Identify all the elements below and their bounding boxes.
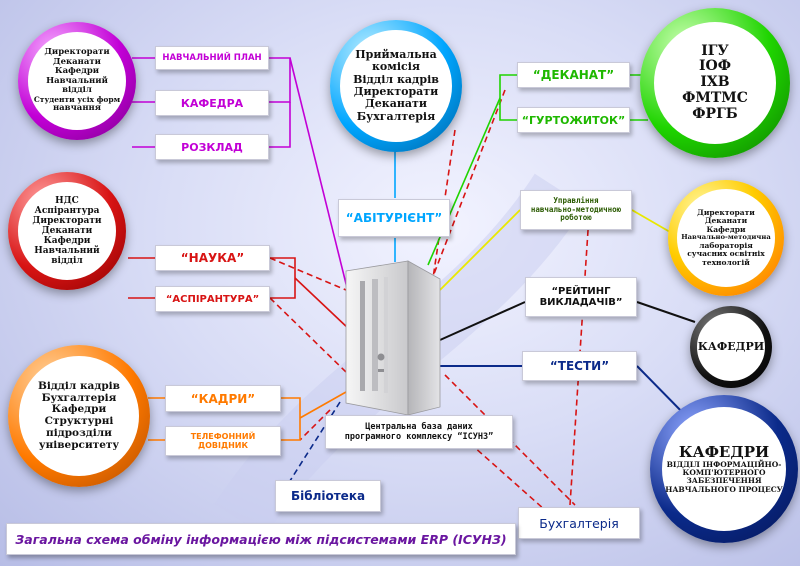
label-gurtozhytok: “ГУРТОЖИТОК” xyxy=(517,107,630,133)
yellow-connectors xyxy=(439,209,671,291)
server-tower-icon xyxy=(345,260,441,415)
circle-text-line: Кафедри xyxy=(51,403,107,416)
circle-top-left: Директорати Деканати Кафедри Навчальний … xyxy=(18,22,136,140)
circle-text-line: Директорати xyxy=(32,215,102,226)
orange-connectors xyxy=(148,391,347,441)
label-text: Бібліотека xyxy=(290,489,366,503)
circle-text-line: лабораторія xyxy=(699,240,753,250)
circle-text-line: Навчальний xyxy=(34,246,100,257)
circle-kafedry-small: КАФЕДРИ xyxy=(690,306,772,388)
label-text: “ДЕКАНАТ” xyxy=(532,68,615,82)
label-text: НАВЧАЛЬНИЙ ПЛАН xyxy=(162,53,262,63)
label-text: “НАУКА” xyxy=(180,251,245,265)
circle-text-line: Кафедри xyxy=(43,236,91,247)
circle-text-line: ЗАБЕЗПЕЧЕННЯ xyxy=(686,476,762,486)
circle-text-line: Приймальна xyxy=(355,48,437,62)
circle-text-line: ФРГБ xyxy=(692,105,738,122)
label-dekanat: “ДЕКАНАТ” xyxy=(517,62,630,88)
circle-text-line: НДС xyxy=(55,195,79,206)
circle-text-line: ІОФ xyxy=(698,58,732,75)
label-bukhhalteriia: Бухгалтерія xyxy=(518,507,640,539)
label-text: Бухгалтерія xyxy=(539,515,619,531)
circle-text-line: Деканати xyxy=(53,56,101,67)
circle-bottom-right: КАФЕДРИ ВІДДІЛ ІНФОРМАЦІЙНО- КОМП'ЮТЕРНО… xyxy=(650,395,798,543)
diagram-title: Загальна схема обміну інформацією між пі… xyxy=(6,523,516,555)
label-testy: “ТЕСТИ” xyxy=(522,351,637,381)
label-text: навчально-методичною xyxy=(530,204,622,214)
label-text: РОЗКЛАД xyxy=(181,140,243,154)
circle-text-line: відділ xyxy=(62,85,92,96)
circle-text-line: Кафедри xyxy=(706,224,746,234)
circle-text-line: Відділ кадрів xyxy=(38,379,120,392)
label-abiturient: “АБІТУРІЄНТ” xyxy=(338,199,450,237)
circle-bottom-left: Відділ кадрів Бухгалтерія Кафедри Структ… xyxy=(8,345,150,487)
circle-text-line: КАФЕДРИ xyxy=(678,442,770,461)
label-text: ВИКЛАДАЧІВ” xyxy=(539,297,623,308)
circle-text-line: Студенти усіх форм xyxy=(33,94,121,104)
title-text: Загальна схема обміну інформацією між пі… xyxy=(15,531,507,547)
label-reytyng: “РЕЙТИНГ ВИКЛАДАЧІВ” xyxy=(525,277,637,317)
circle-text-line: Деканати xyxy=(704,216,748,226)
circle-text-line: Кафедри xyxy=(54,66,100,77)
label-upravlinnia: Управління навчально-методичною роботою xyxy=(520,190,632,230)
circle-text-line: комісія xyxy=(371,60,421,74)
label-text: ТЕЛЕФОННИЙ xyxy=(190,432,256,441)
circle-text-line: Бухгалтерія xyxy=(41,391,117,404)
circle-text-line: Відділ кадрів xyxy=(353,72,439,86)
label-text: Управління xyxy=(553,196,599,206)
circle-text-line: університету xyxy=(38,438,120,451)
circle-text-line: підрозділи xyxy=(46,426,112,439)
circle-text-line: сучасних освітніх xyxy=(687,249,765,259)
circle-text-line: відділ xyxy=(51,256,83,267)
label-text: “КАДРИ” xyxy=(190,391,256,406)
label-text: роботою xyxy=(560,213,592,223)
circle-top-center: Приймальна комісія Відділ кадрів Директо… xyxy=(330,20,462,152)
circle-text-line: навчання xyxy=(52,103,102,114)
label-kafedra: КАФЕДРА xyxy=(155,90,269,116)
circle-text-line: ВІДДІЛ ІНФОРМАЦІЙНО- xyxy=(666,459,782,469)
label-text: програмного комплексу “ІСУНЗ” xyxy=(344,432,494,442)
circle-text-line: Деканати xyxy=(364,97,427,111)
label-text: ДОВІДНИК xyxy=(197,441,249,450)
label-biblioteka: Бібліотека xyxy=(275,480,381,512)
circle-text-line: НАВЧАЛЬНОГО ПРОЦЕСУ xyxy=(665,484,783,494)
circle-text-line: Деканати xyxy=(41,225,93,236)
label-text: “РЕЙТИНГ xyxy=(551,286,611,297)
label-text: КАФЕДРА xyxy=(180,96,244,110)
circle-text-line: ФМТМС xyxy=(682,89,748,106)
circle-text-line: КАФЕДРИ xyxy=(697,339,765,353)
circle-text-line: технологій xyxy=(702,257,750,267)
circle-mid-left: НДС Аспірантура Директорати Деканати Каф… xyxy=(8,172,126,290)
circle-text-line: Навчально-методична xyxy=(681,233,771,242)
label-text: “ГУРТОЖИТОК” xyxy=(521,113,626,127)
label-dovidnyk: ТЕЛЕФОННИЙ ДОВІДНИК xyxy=(165,426,281,456)
circle-text-line: Аспірантура xyxy=(34,205,100,216)
circle-text-line: КОМП'ЮТЕРНОГО xyxy=(682,468,766,477)
red-connectors xyxy=(128,257,351,331)
label-text: “АСПІРАНТУРА” xyxy=(165,293,260,305)
label-navch-plan: НАВЧАЛЬНИЙ ПЛАН xyxy=(155,46,269,70)
circle-text-line: Бухгалтерія xyxy=(356,109,436,123)
label-nauka: “НАУКА” xyxy=(155,245,270,271)
label-aspirantura: “АСПІРАНТУРА” xyxy=(155,286,270,312)
black-connectors xyxy=(439,301,696,341)
circle-text-line: Навчальний xyxy=(46,75,108,86)
purple-connectors xyxy=(132,57,353,309)
label-text: “ТЕСТИ” xyxy=(549,359,610,373)
circle-text-line: ІХВ xyxy=(700,74,730,91)
circle-text-line: Директорати xyxy=(44,47,110,58)
circle-text-line: Структурні xyxy=(44,415,114,427)
label-rozklad: РОЗКЛАД xyxy=(155,134,269,160)
circle-text-line: Директорати xyxy=(353,85,439,98)
label-central-db: Центральна база даних програмного компле… xyxy=(325,415,513,449)
label-kadry: “КАДРИ” xyxy=(165,385,281,412)
label-text: “АБІТУРІЄНТ” xyxy=(345,211,443,225)
circle-mid-right: Директорати Деканати Кафедри Навчально-м… xyxy=(668,180,784,296)
circle-text-line: ІГУ xyxy=(701,42,729,59)
circle-text-line: Директорати xyxy=(697,208,755,218)
circle-top-right: ІГУ ІОФ ІХВ ФМТМС ФРГБ xyxy=(640,8,790,158)
label-text: Центральна база даних xyxy=(365,421,473,432)
